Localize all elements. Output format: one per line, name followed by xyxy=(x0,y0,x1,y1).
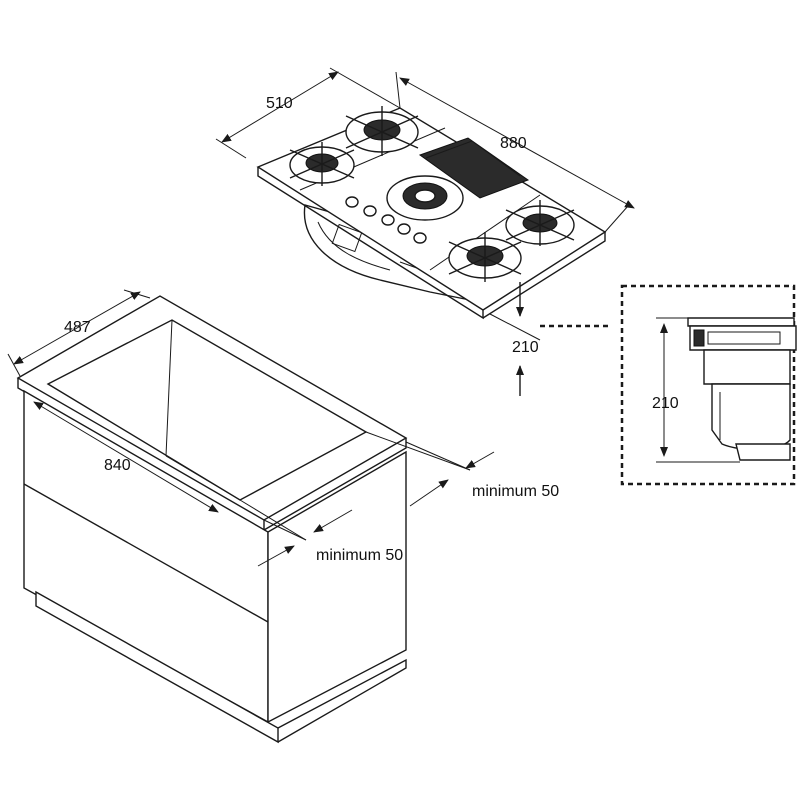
detail-frame xyxy=(620,284,796,486)
hob-height-label: 210 xyxy=(512,339,539,356)
hob-depth-label: 510 xyxy=(266,95,293,112)
knob-icon xyxy=(397,223,411,235)
hob-height-dimension: 210 xyxy=(489,282,610,396)
clearance-front-dimension: minimum 50 xyxy=(239,499,403,567)
burner-front xyxy=(448,232,522,282)
knob-icon xyxy=(363,205,377,217)
cabinet-depth-dimension: 487 xyxy=(7,289,151,377)
detail-inset: 210 xyxy=(620,284,797,486)
control-knobs xyxy=(345,196,427,244)
cabinet-depth-label: 487 xyxy=(64,319,91,336)
burner-wok-center xyxy=(386,175,464,221)
hob-width-label: 880 xyxy=(500,135,527,152)
clearance-front-label: minimum 50 xyxy=(316,547,403,564)
burner-top-left xyxy=(289,142,355,186)
hob-width-dimension: 880 xyxy=(395,71,635,233)
cabinet-width-label: 840 xyxy=(104,457,131,474)
clearance-right-label: minimum 50 xyxy=(472,483,559,500)
cabinet xyxy=(16,295,408,744)
hob-depth-dimension: 510 xyxy=(215,67,401,159)
detail-height-label: 210 xyxy=(652,395,679,412)
cabinet-width-dimension: 840 xyxy=(33,401,219,513)
knob-icon xyxy=(345,196,359,208)
knob-icon xyxy=(381,214,395,226)
clearance-right-dimension: minimum 50 xyxy=(365,431,559,507)
cabinet-side xyxy=(267,450,407,724)
knob-icon xyxy=(413,232,427,244)
